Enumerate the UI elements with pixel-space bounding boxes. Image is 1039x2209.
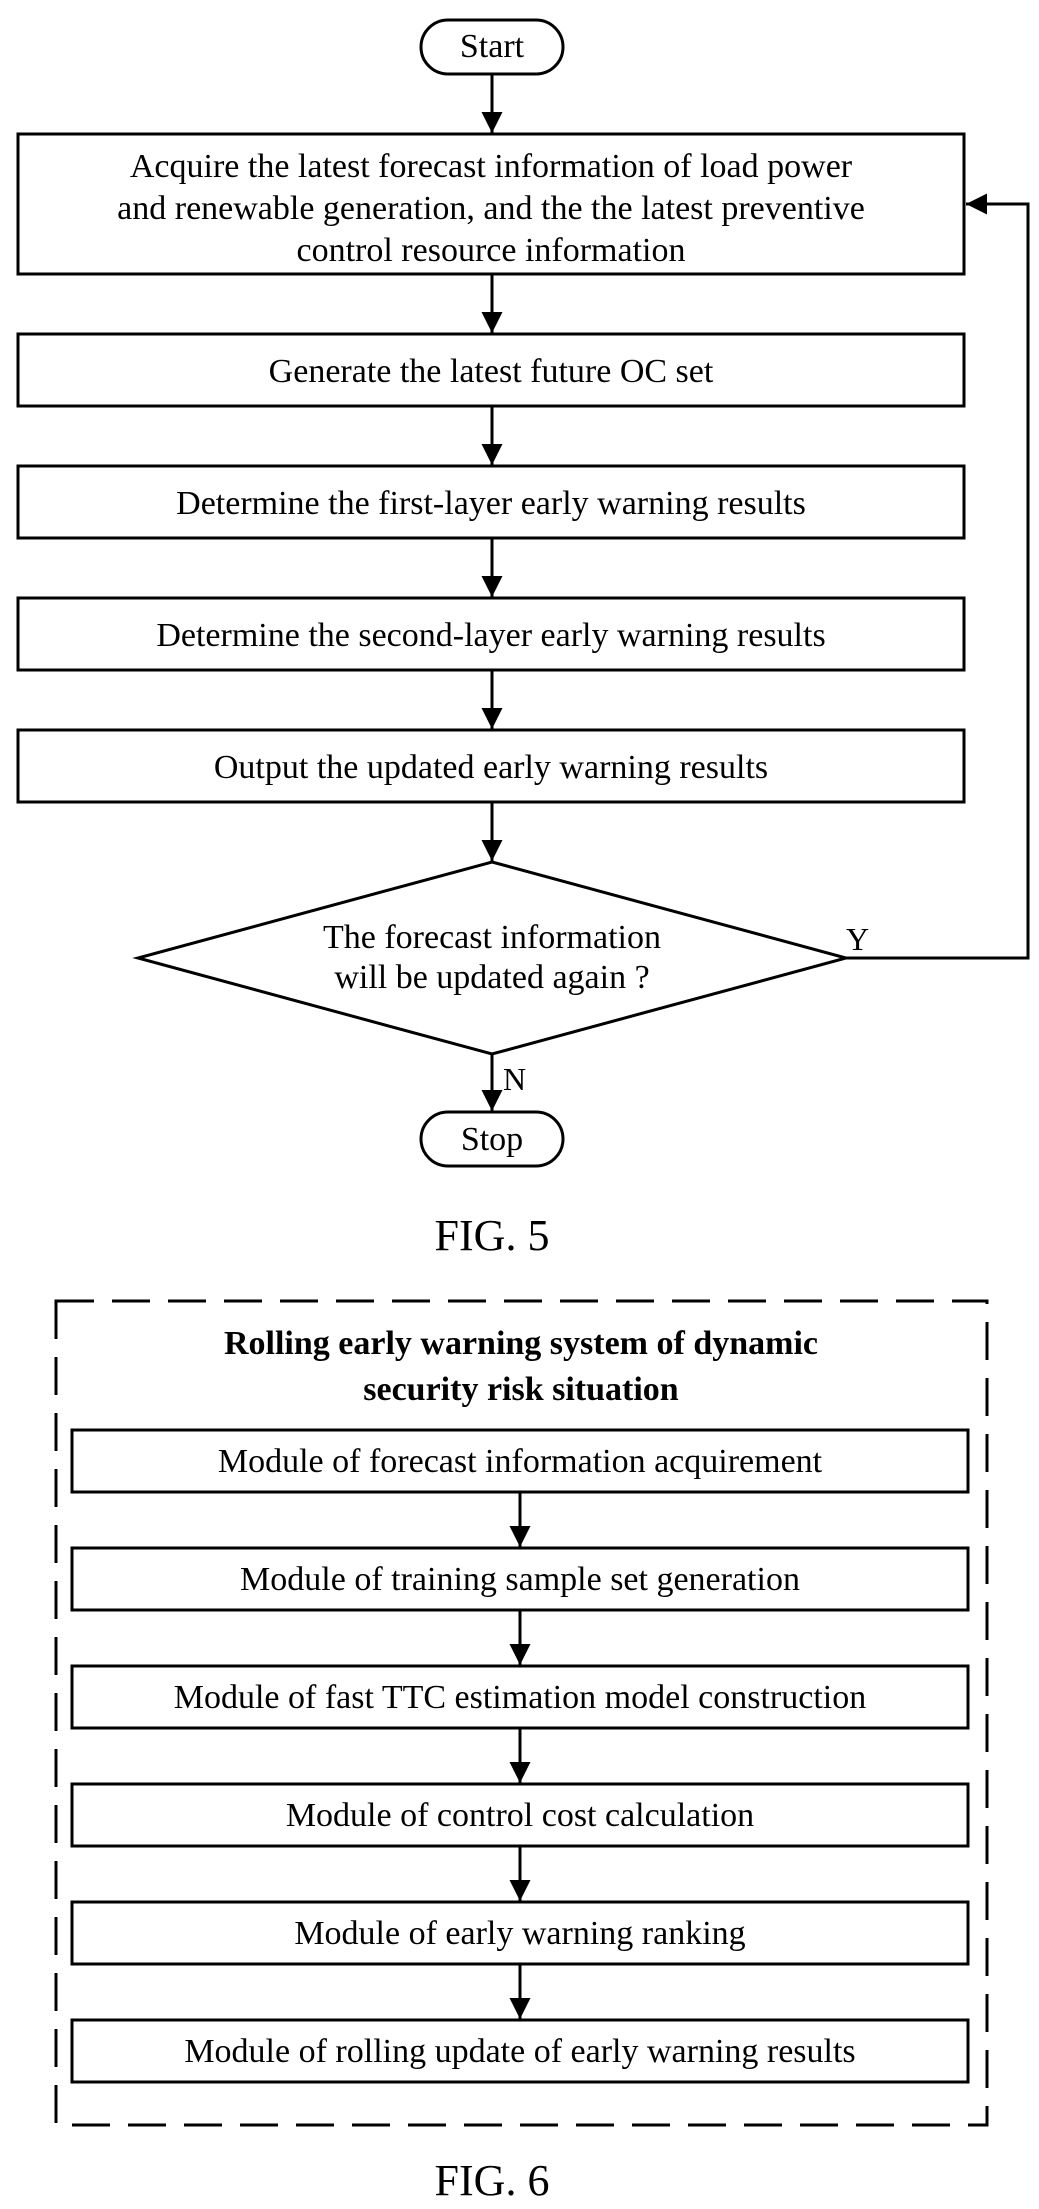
step3-label: Determine the first-layer early warning … xyxy=(176,485,806,522)
system-title-line2: security risk situation xyxy=(363,1371,679,1408)
module1-label: Module of forecast information acquireme… xyxy=(218,1443,823,1480)
system-title-line1: Rolling early warning system of dynamic xyxy=(224,1325,818,1362)
stop-label: Stop xyxy=(461,1121,523,1158)
step5-label: Output the updated early warning results xyxy=(214,749,768,786)
step1-line3: control resource information xyxy=(297,232,686,269)
no-label: N xyxy=(503,1061,526,1097)
fig6-caption: FIG. 6 xyxy=(435,2156,550,2205)
fig5-flowchart: Start Acquire the latest forecast inform… xyxy=(18,20,1028,1260)
module5-label: Module of early warning ranking xyxy=(294,1915,745,1952)
step1-line2: and renewable generation, and the the la… xyxy=(117,190,865,227)
decision-diamond xyxy=(138,862,846,1054)
step1-line1: Acquire the latest forecast information … xyxy=(130,148,853,185)
decision-line2: will be updated again ? xyxy=(334,959,649,996)
step2-label: Generate the latest future OC set xyxy=(269,353,714,390)
module4-label: Module of control cost calculation xyxy=(286,1797,754,1834)
arrow-yes-loop xyxy=(846,204,1028,958)
fig5-caption: FIG. 5 xyxy=(435,1211,550,1260)
start-label: Start xyxy=(460,28,525,65)
decision-line1: The forecast information xyxy=(323,919,661,956)
module3-label: Module of fast TTC estimation model cons… xyxy=(174,1679,866,1716)
step4-label: Determine the second-layer early warning… xyxy=(156,617,825,654)
fig6-system-diagram: Rolling early warning system of dynamic … xyxy=(56,1301,987,2205)
yes-label: Y xyxy=(846,921,869,957)
module6-label: Module of rolling update of early warnin… xyxy=(184,2033,855,2070)
module2-label: Module of training sample set generation xyxy=(240,1561,800,1598)
